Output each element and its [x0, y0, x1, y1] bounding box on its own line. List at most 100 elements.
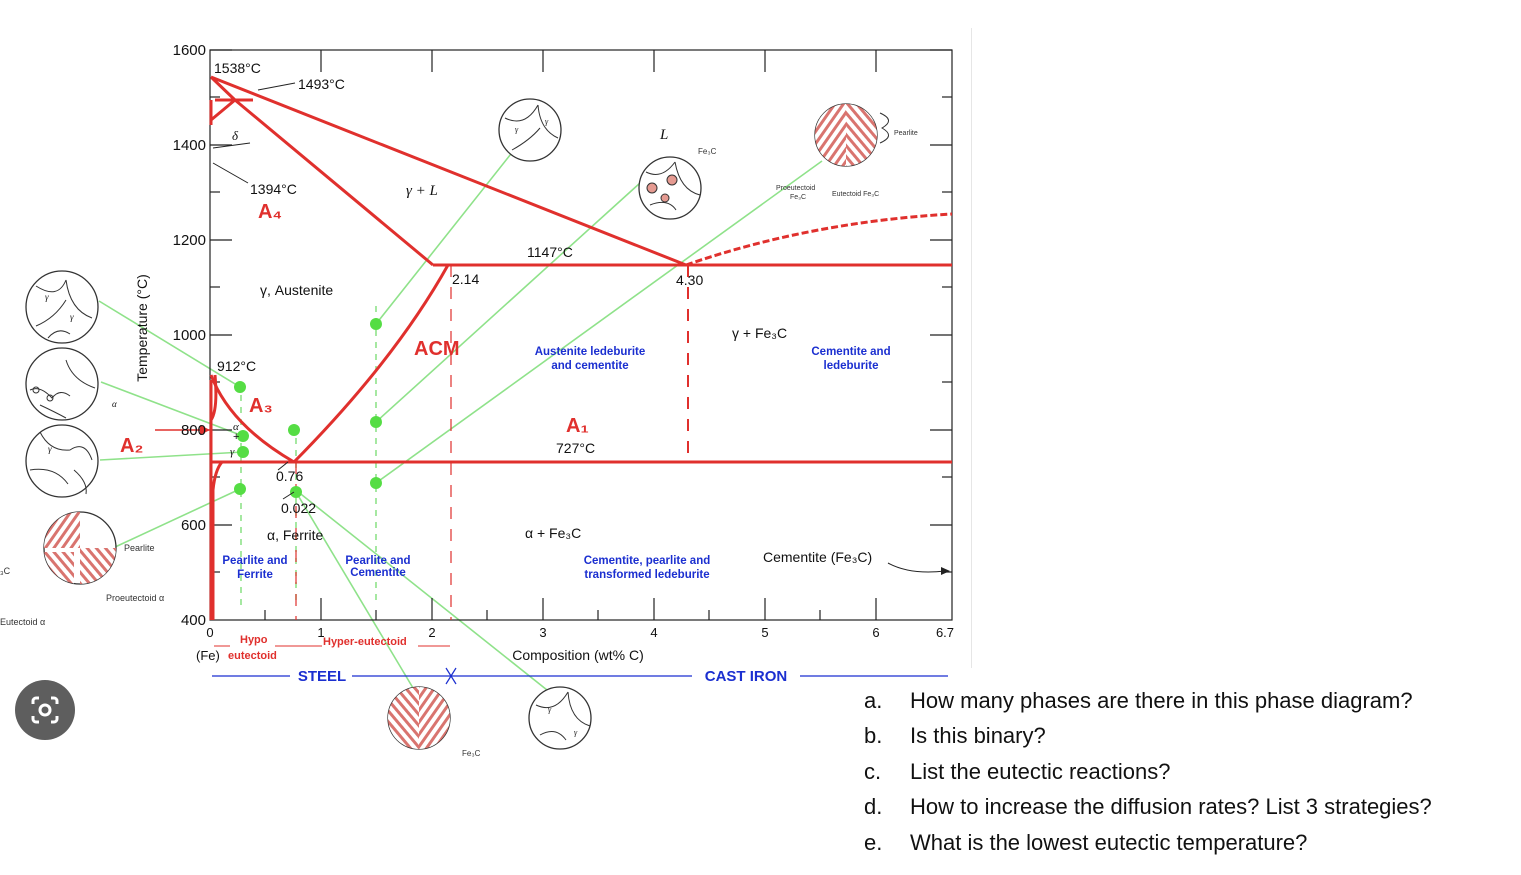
y-tick-labels: 1600 1400 1200 1000 800 600 400	[173, 42, 206, 629]
google-lens-icon	[31, 696, 59, 724]
micro-fe3c-label: Fe₃C	[698, 147, 717, 156]
label-alpha-fe3c: α + Fe₃C	[525, 525, 581, 541]
micro-proeutectoid-fe3c-label: Proeutectoid	[776, 185, 815, 192]
question-letter: d.	[864, 794, 883, 820]
fe-label: (Fe)	[196, 648, 220, 663]
label-hypo: Hypo	[240, 634, 268, 646]
question-item: e. What is the lowest eutectic temperatu…	[864, 825, 1514, 861]
label-1538: 1538°C	[214, 60, 261, 76]
phase-boundaries	[155, 75, 953, 620]
micro-gamma-label: γ	[545, 117, 549, 126]
x-tick-6: 6	[872, 625, 879, 640]
label-austenite: γ, Austenite	[260, 282, 333, 298]
label-delta: δ	[232, 128, 239, 143]
micro-fe3c-label: ₃C	[0, 566, 11, 576]
y-axis-title: Temperature (°C)	[134, 274, 150, 382]
x-tick-2: 2	[428, 625, 435, 640]
label-steel: STEEL	[298, 668, 346, 685]
label-pearlite-cementite-1: Pearlite and	[345, 555, 410, 567]
blue-labels: Austenite ledeburite and cementite Cemen…	[222, 346, 890, 581]
question-letter: b.	[864, 723, 883, 749]
a2-arrow-head	[200, 425, 210, 435]
label-alpha-small: α	[233, 421, 239, 433]
bottom-ranges: Hypo eutectoid Hyper-eutectoid STEEL CAS…	[212, 634, 948, 685]
micrograph-pearlite-fe3c: Pearlite Proeutectoid Fe₃C Eutectoid Fe₃…	[776, 103, 918, 201]
label-cementite-ledeburite-1: Cementite and	[811, 346, 890, 358]
label-a4: A₄	[258, 201, 282, 223]
question-letter: e.	[864, 829, 883, 855]
label-1147: 1147°C	[527, 244, 573, 260]
fe-c-phase-diagram: 1600 1400 1200 1000 800 600 400 0 1 2 3 …	[0, 42, 954, 758]
label-cementite-ledeburite-2: ledeburite	[824, 360, 879, 372]
label-1493: 1493°C	[298, 76, 345, 92]
micro-gamma-label: γ	[45, 292, 49, 302]
x-tick-3: 3	[539, 625, 546, 640]
cementite-arrow	[887, 562, 946, 573]
micro-pearlite-label: Pearlite	[894, 130, 918, 137]
label-cementite-pearlite-1: Cementite, pearlite and	[584, 555, 711, 567]
label-cast-iron: CAST IRON	[705, 668, 788, 685]
label-gamma-fe3c: γ + Fe₃C	[732, 325, 787, 341]
x-axis-title: Composition (wt% C)	[512, 647, 643, 663]
label-gamma-small: γ	[230, 446, 235, 458]
y-tick-600: 600	[181, 517, 206, 534]
label-a3: A₃	[249, 395, 273, 417]
label-liquid: L	[659, 127, 668, 143]
label-gamma-l: γ + L	[406, 183, 438, 199]
question-item: d. How to increase the diffusion rates? …	[864, 790, 1514, 826]
question-item: c. List the eutectic reactions?	[864, 754, 1514, 790]
x-tick-labels: 0 1 2 3 4 5 6 6.7	[206, 625, 954, 640]
y-tick-800: 800	[181, 422, 206, 439]
label-cementite: Cementite (Fe₃C)	[763, 549, 872, 565]
question-text: What is the lowest eutectic temperature?	[910, 829, 1308, 855]
question-text: Is this binary?	[910, 723, 1046, 749]
question-letter: c.	[864, 758, 882, 784]
question-list: a. How many phases are there in this pha…	[864, 683, 1514, 861]
micrograph-pearlite-1: Pearlite Proeutectoid α Eutectoid α ₃C	[0, 511, 164, 627]
label-0-76: 0.76	[276, 468, 303, 484]
micro-gamma-label: γ	[48, 444, 52, 454]
micro-alpha-label: α	[112, 399, 117, 409]
micro-sample-dots	[234, 318, 382, 498]
google-lens-button[interactable]	[15, 680, 75, 740]
label-2-14: 2.14	[452, 271, 479, 287]
label-pearlite-ferrite-2: Ferrite	[237, 569, 273, 581]
region-labels: δ γ + L L γ, Austenite γ + Fe₃C α + Fe₃C…	[230, 127, 787, 543]
micrograph-gamma-3: γ γ	[528, 686, 592, 750]
question-letter: a.	[864, 687, 883, 713]
label-cementite-pearlite-2: transformed ledeburite	[584, 569, 709, 581]
label-austenite-ledeburite-2: and cementite	[551, 360, 628, 372]
y-tick-400: 400	[181, 612, 206, 629]
question-item: a. How many phases are there in this pha…	[864, 683, 1514, 719]
micrograph-pearlite-2: Fe₃C	[387, 686, 481, 758]
micrograph-gamma-1: γ γ	[25, 270, 99, 344]
label-eutectoid: eutectoid	[228, 650, 277, 662]
x-tick-6-7: 6.7	[936, 625, 954, 640]
cementite-arrow-head	[941, 567, 950, 575]
panel-divider	[971, 28, 972, 668]
micro-fe3c-label: Fe₃C	[462, 749, 481, 758]
key-point-labels: 1538°C 1493°C 1394°C 1147°C 912°C 727°C …	[214, 60, 703, 516]
micro-gamma-label: γ	[574, 728, 578, 737]
x-tick-5: 5	[761, 625, 768, 640]
micro-gamma-label: γ	[515, 125, 519, 134]
red-line-labels: A₄ A₃ A₁ A₂ ACM	[120, 201, 589, 457]
micro-eutectoid-alpha-label: Eutectoid α	[0, 617, 45, 627]
label-acm: ACM	[414, 338, 460, 360]
label-pearlite-cementite-2: Cementite	[350, 567, 406, 579]
label-a2: A₂	[120, 435, 143, 457]
micro-proeutectoid-fe3c-label-2: Fe₃C	[790, 194, 806, 201]
micrograph-fe3c-gamma: Fe₃C	[638, 147, 717, 220]
micro-eutectoid-fe3c-label: Eutectoid Fe₃C	[832, 191, 879, 198]
micro-gamma-label: γ	[70, 312, 74, 322]
micrograph-gamma-alpha: α	[25, 347, 117, 421]
label-austenite-ledeburite-1: Austenite ledeburite	[535, 346, 646, 358]
point-leaders	[212, 82, 296, 500]
label-4-30: 4.30	[676, 272, 703, 288]
y-tick-1600: 1600	[173, 42, 206, 59]
question-item: b. Is this binary?	[864, 719, 1514, 755]
label-alpha-ferrite: α, Ferrite	[267, 527, 324, 543]
micrograph-gamma-2: γ	[25, 424, 99, 498]
y-tick-1400: 1400	[173, 137, 206, 154]
micrograph-liquid: γ γ	[498, 98, 562, 162]
